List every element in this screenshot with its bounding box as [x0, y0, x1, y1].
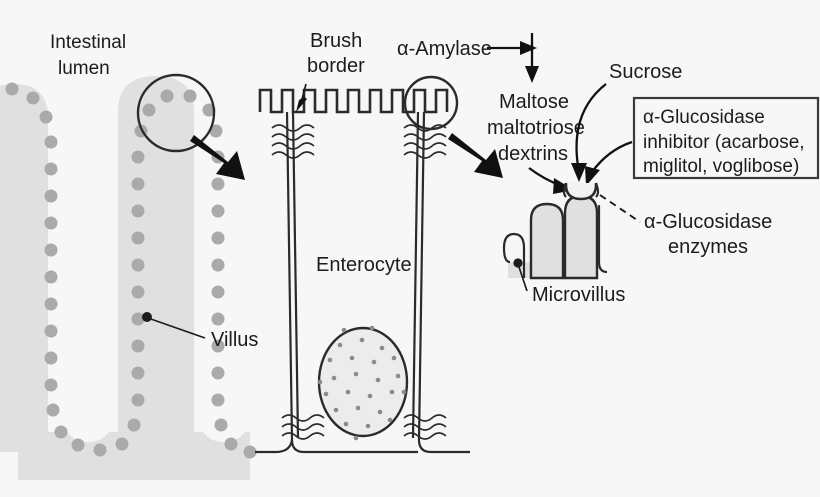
villus-shape-2: [118, 76, 194, 452]
microvillus-leader-dot: [513, 258, 523, 268]
enterocyte-wall-left-inner: [291, 111, 300, 439]
villus-shape-1: [0, 84, 48, 452]
enterocyte-wall-right-inner: [411, 111, 420, 439]
label-alpha-amylase: α-Amylase: [397, 38, 492, 60]
tight-junction-top-left: [271, 124, 315, 159]
enterocyte-wall-right: [417, 111, 470, 454]
inhibitor-arrow-head: [585, 166, 600, 186]
label-glucosidase-enzymes-line2: enzymes: [668, 236, 748, 258]
villus-leader-line: [147, 317, 206, 339]
label-intestinal-lumen-line1: Intestinal: [50, 32, 126, 53]
inhibitor-box: [632, 96, 820, 180]
microvillus-finger-2: [563, 194, 599, 280]
villi-tissue-group: [0, 76, 252, 480]
tight-junction-bottom-left: [281, 414, 325, 440]
label-sucrose: Sucrose: [609, 61, 682, 83]
label-products-line2: maltotriose: [487, 117, 585, 139]
microvillus-right-edge: [597, 204, 608, 274]
villus-magnifier-circle: [136, 73, 216, 153]
zoom-arrow-right: [448, 133, 503, 178]
label-villus: Villus: [211, 329, 258, 351]
brush-border-comb: [258, 88, 449, 114]
label-enterocyte: Enterocyte: [316, 254, 412, 276]
label-intestinal-lumen-line2: lumen: [58, 58, 110, 79]
crypt-gap-2: [196, 94, 252, 442]
tight-junction-bottom-right: [403, 414, 447, 440]
receptor-cup-left-arm: [562, 182, 568, 198]
label-brush-border-line1: Brush: [310, 30, 362, 52]
brush-border-leader-tip: [296, 97, 307, 112]
microvillus-leader-line: [517, 263, 528, 292]
label-microvillus: Microvillus: [532, 284, 625, 306]
inhibitor-box-line3: miglitol, voglibose): [643, 156, 799, 177]
microvillus-left-edge: [502, 232, 526, 278]
sucrose-arrow-head: [571, 163, 587, 182]
crypt-gap-1: [60, 94, 116, 442]
nucleus-stipple: [317, 325, 407, 441]
label-brush-border-line2: border: [307, 55, 365, 77]
enterocyte-basal-left: [255, 439, 294, 454]
villus-leader-dot: [142, 312, 152, 322]
receptor-cup-right-arm: [594, 182, 600, 198]
inhibitor-box-line2: inhibitor (acarbose,: [643, 132, 805, 153]
sucrose-arrow-curve: [575, 83, 607, 167]
epithelial-cell-dots: [5, 82, 257, 459]
tight-junction-top-right: [403, 124, 447, 159]
enterocyte-nucleus: [317, 326, 409, 438]
label-glucosidase-enzymes-line1: α-Glucosidase: [644, 211, 772, 233]
label-products-line3: dextrins: [498, 143, 568, 165]
substrate-arrow-head: [525, 66, 539, 83]
microvillus-finger-1: [529, 202, 565, 280]
glucosidase-receptor-cup: [564, 182, 598, 201]
amylase-arrow-head: [520, 41, 537, 55]
inhibitor-arrow-curve: [591, 140, 633, 173]
inhibitor-box-line1: α-Glucosidase: [643, 107, 765, 128]
zoom-arrow-left: [190, 135, 245, 180]
enzymes-leader-dashed: [599, 194, 641, 223]
label-products-line1: Maltose: [499, 91, 569, 113]
